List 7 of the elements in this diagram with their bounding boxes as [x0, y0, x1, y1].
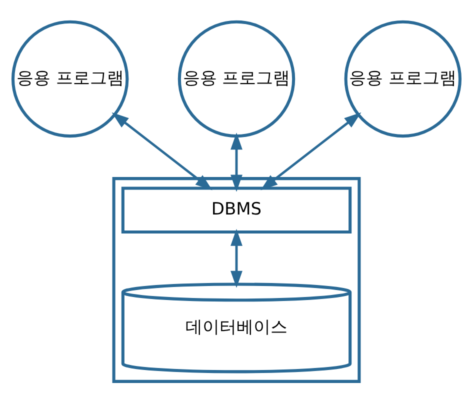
- arrow: [112, 112, 212, 190]
- node-box: DBMS: [121, 186, 352, 234]
- arrow: [260, 112, 362, 190]
- cluster: [112, 177, 361, 383]
- arrow: [230, 228, 242, 288]
- node-circle: 응용 프로그램: [178, 20, 296, 138]
- arrow: [230, 132, 242, 192]
